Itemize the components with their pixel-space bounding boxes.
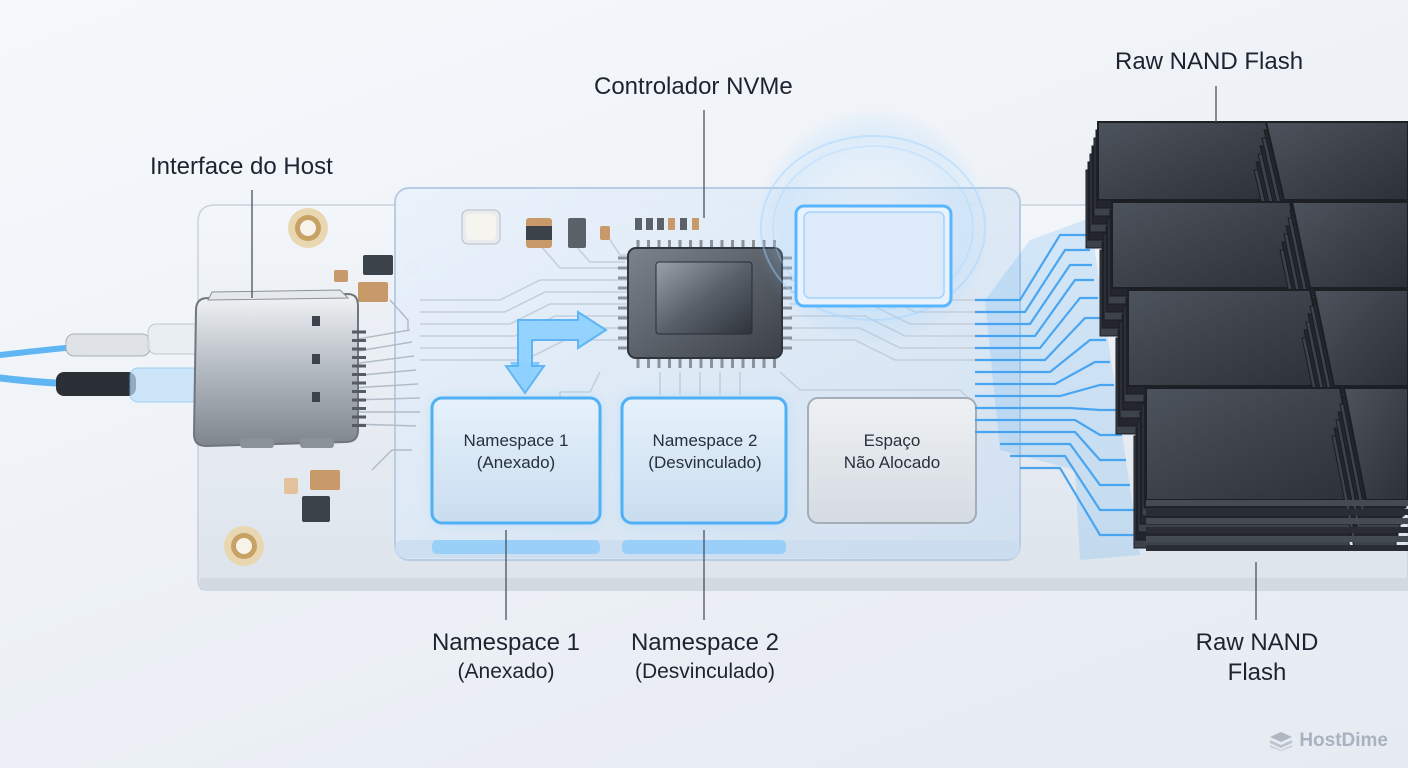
dram-cache-chip: [755, 109, 991, 345]
hostdime-logo-text: HostDime: [1299, 730, 1388, 751]
namespace2-block-title: Namespace 2: [652, 431, 758, 450]
raw-nand-flash-stack: [1085, 121, 1408, 551]
namespace2-block-status: (Desvinculado): [648, 453, 762, 472]
namespace2-label-status: (Desvinculado): [634, 660, 776, 683]
mounting-hole: [288, 208, 328, 248]
namespace2-block-text: Namespace 2 (Desvinculado): [626, 430, 784, 474]
namespace1-block-title: Namespace 1: [463, 431, 569, 450]
namespace1-label-status: (Anexado): [457, 660, 555, 683]
nvme-controller-chip: [618, 240, 792, 368]
host-interface-cables: [0, 323, 209, 403]
namespace1-block-status: (Anexado): [476, 453, 556, 472]
host-interface-label: Interface do Host: [150, 153, 333, 180]
smd-components-plate: [461, 209, 699, 248]
smd-components-left: [284, 255, 419, 522]
host-interface-connector: [192, 289, 366, 448]
namespace1-block: [430, 396, 602, 525]
namespace2-label: Namespace 2 (Desvinculado): [610, 628, 800, 686]
namespace2-block: [620, 396, 788, 525]
raw-nand-flash-bottom-line2: Flash: [1227, 659, 1287, 686]
raw-nand-flash-top-label: Raw NAND Flash: [1115, 48, 1304, 75]
unallocated-block-text: Espaço Não Alocado: [812, 430, 972, 474]
leader-lines: [251, 86, 1257, 620]
unallocated-block: [807, 397, 977, 524]
raw-nand-flash-bottom-label: Raw NAND Flash: [1182, 628, 1332, 688]
hostdime-logo: HostDime: [1269, 730, 1388, 752]
nvme-controller-label: Controlador NVMe: [594, 73, 793, 100]
data-flow-arrow: [504, 310, 608, 395]
nand-bus-traces: [975, 233, 1138, 537]
mounting-hole: [224, 526, 264, 566]
pcb-board-edge: [200, 578, 1408, 590]
raw-nand-flash-bottom-line1: Raw NAND: [1195, 629, 1319, 656]
namespace2-label-title: Namespace 2: [630, 629, 780, 656]
unallocated-block-line2: Não Alocado: [843, 453, 941, 472]
namespace1-label: Namespace 1 (Anexado): [414, 628, 598, 686]
hostdime-logo-icon: [1270, 732, 1293, 751]
namespace1-block-text: Namespace 1 (Anexado): [437, 430, 595, 474]
unallocated-block-line1: Espaço: [863, 431, 921, 450]
namespace1-label-title: Namespace 1: [431, 629, 581, 656]
